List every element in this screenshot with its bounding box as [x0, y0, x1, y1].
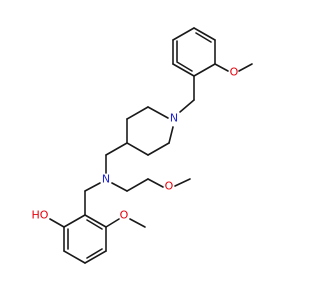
piperidine-amine-linker [105, 142, 128, 174]
phenol-bond [49, 218, 65, 228]
lower-methoxy-group [105, 218, 146, 228]
nitrogen-atom-piperidine: N [170, 112, 178, 125]
top-methoxy-group [214, 63, 253, 72]
oxygen-atom-chain: O [165, 180, 174, 193]
methoxyethyl-chain [111, 178, 191, 192]
oxygen-atom-lower-methoxy: O [120, 209, 129, 222]
benzyl-linker [179, 75, 195, 113]
piperidine-ring [126, 106, 174, 156]
nitrogen-atom-amine: N [102, 173, 110, 186]
molecule-canvas: O N N O HO O [32, 27, 253, 264]
oxygen-atom-top-methoxy: O [230, 66, 239, 79]
top-benzene-ring [172, 27, 216, 77]
amine-benzyl-linker [84, 182, 101, 216]
lower-benzene-ring [63, 214, 107, 264]
structure-diagram: O N N O HO O [32, 27, 253, 264]
hydroxyl-group-label: HO [32, 209, 49, 222]
